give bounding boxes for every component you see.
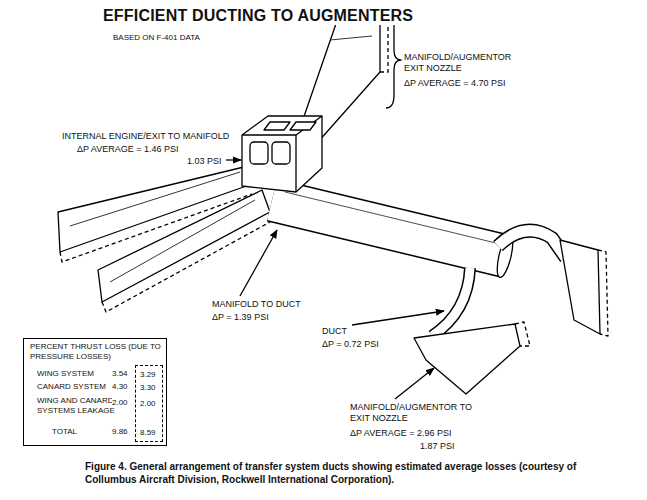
callout-label: ΔP AVERAGE = 4.70 PSI [404,78,505,89]
callout-label: INTERNAL ENGINE/EXIT TO MANIFOLD [62,131,229,142]
callout-label: 1.87 PSI [420,441,455,452]
table-cell: TOTAL [52,427,77,437]
callout-label: MANIFOLD/AUGMENTOR EXIT NOZZLE [404,52,520,74]
title: EFFICIENT DUCTING TO AUGMENTERS [103,6,413,25]
duct [432,268,470,336]
table-cell: 8.59 [140,428,156,438]
table-cell: 2.00 [140,399,156,409]
dashed-column-box: 3.29 3.30 2.00 8.59 [135,365,163,442]
elbow-duct [498,231,566,258]
callout-label: ΔP AVERAGE = 1.46 PSI [77,144,178,155]
elbow-duct-fill [498,231,566,258]
figure-caption: Figure 4. General arrangement of transfe… [85,460,590,486]
subtitle: BASED ON F-401 DATA [113,33,200,43]
engine-inlet [272,142,290,164]
leader-line [352,311,444,325]
augmentor-flap [515,322,530,346]
callout-label: DUCT [322,326,347,337]
callout-label: ΔP = 0.72 PSI [322,339,379,350]
leader-line [226,159,241,160]
table-cell: 3.54 [112,369,128,379]
engine-edge [242,116,322,135]
main-duct-fill [272,200,505,256]
wing-panel [98,190,270,302]
canard-panel [414,324,520,394]
engine-edge [295,135,296,192]
callout-label: ΔP AVERAGE = 2.96 PSI [350,428,451,439]
augmentor-flap [598,250,608,336]
engine-detail [290,122,316,130]
table-cell: CANARD SYSTEM [37,382,106,392]
leader-line [240,230,277,296]
duct-fill [432,268,470,336]
main-duct [272,200,505,256]
callout-label: MANIFOLD TO DUCT [212,299,301,310]
engine-detail [264,122,290,130]
bracket [386,12,401,108]
table-cell: WING AND CANARD SYSTEMS LEAKAGE [37,396,121,415]
canard-panel [560,240,600,334]
table-cell: 2.00 [112,398,128,408]
duct-shading [285,192,500,244]
engine-inlet [250,142,268,164]
table-cell: 3.29 [140,370,156,380]
wing-detail [110,200,255,282]
table-cell: WING SYSTEM [37,369,94,379]
table-box: PERCENT THRUST LOSS (DUE TO PRESSURE LOS… [23,338,167,446]
callout-label: MANIFOLD/AUGMENTOR TO EXIT NOZZLE [350,402,482,424]
leader-line [395,368,434,399]
engine-manifold [242,116,322,192]
callout-label: 1.03 PSI [187,156,222,167]
table-heading: PERCENT THRUST LOSS (DUE TO PRESSURE LOS… [30,342,162,361]
table-cell: 4.30 [112,382,128,392]
table-cell: 9.86 [112,427,128,437]
table-cell: 3.30 [140,383,156,393]
callout-label: ΔP = 1.39 PSI [212,312,269,323]
wing-detail [330,36,372,40]
